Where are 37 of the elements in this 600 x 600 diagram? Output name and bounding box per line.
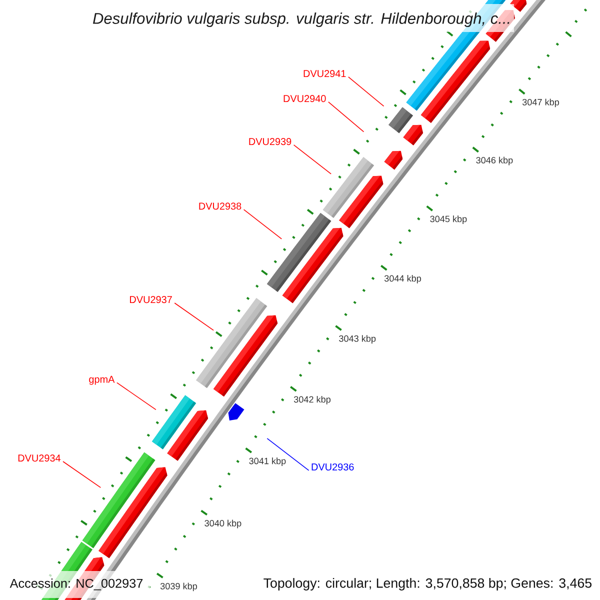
gene-block xyxy=(167,410,208,461)
leader-line xyxy=(328,102,364,132)
gene-label: DVU2934 xyxy=(18,454,60,462)
scale-label: 3043 kbp xyxy=(339,335,376,344)
gene-block xyxy=(339,176,384,228)
scale-label: 3040 kbp xyxy=(204,520,242,528)
scale-label: 3044 kbp xyxy=(384,274,421,284)
leader-line xyxy=(266,438,310,471)
gene-label: DVU2940 xyxy=(284,95,326,102)
accession-text: Accession: NC_002937 xyxy=(3,571,150,598)
scale-label: 3041 kbp xyxy=(249,458,286,466)
scale-label: 3042 kbp xyxy=(294,396,330,404)
gene-block xyxy=(403,124,423,146)
leader-line xyxy=(348,76,384,107)
summary-text: Topology: circular; Length: 3,570,858 bp; Genes: 3,465 xyxy=(264,578,592,590)
leader-line xyxy=(174,302,214,331)
gene-block xyxy=(213,315,278,397)
gene-label: DVU2941 xyxy=(304,70,346,78)
scale-label: 3039 kbp xyxy=(160,582,197,592)
scale-label: 3047 kbp xyxy=(522,98,560,108)
leader-line xyxy=(243,209,282,240)
gene-bar xyxy=(388,107,414,134)
gene-block xyxy=(282,228,344,304)
gene-label: DVU2936 xyxy=(312,463,354,470)
gene-block xyxy=(228,403,244,421)
gene-label: gpmA xyxy=(89,376,115,385)
gene-label: DVU2939 xyxy=(249,138,292,146)
scale-label: 3045 kbp xyxy=(430,216,467,224)
gene-block xyxy=(420,40,490,123)
gene-block xyxy=(384,150,403,170)
leader-line xyxy=(116,382,156,410)
gene-label: DVU2938 xyxy=(199,202,242,210)
gene-label: DVU2937 xyxy=(130,296,172,304)
leader-line xyxy=(62,461,102,488)
scale-label: 3046 kbp xyxy=(476,156,513,166)
title: Desulfovibrio vulgaris subsp. vulgaris str. Hildenborough, c... xyxy=(86,4,514,32)
gene-block xyxy=(98,467,168,558)
